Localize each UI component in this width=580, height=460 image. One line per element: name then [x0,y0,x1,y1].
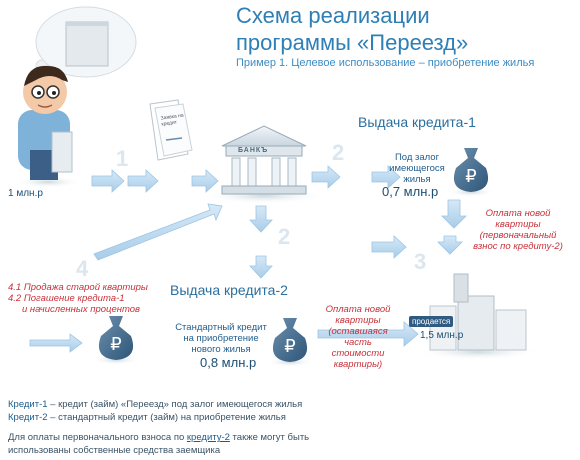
credit2-desc-line-1: Стандартный кредит [175,322,267,333]
arrow-person-to-step1 [91,169,125,193]
page-subtitle: Пример 1. Целевое использование – приобр… [236,57,535,69]
credit2-title: Выдача кредита-2 [170,282,288,298]
footnote-credit2: Кредит-2 – стандартный кредит (займ) на … [8,411,286,424]
arrow-step2-to-bag [371,165,401,189]
credit2-payment-line-1: Оплата новой [325,304,391,315]
credit1-collateral-line-2: имеющегося [389,163,445,174]
arrow-step4-to-bank [93,203,223,261]
footnote-credit1: Кредит-1 – кредит (займ) «Переезд» под з… [8,398,302,411]
page-title: Схема реализации программы «Переезд» [236,2,468,56]
footnote-credit2-text: – стандартный кредит (займ) на приобрете… [47,412,286,423]
apartment-value: 1 млн.р [8,188,43,199]
bank-sign: БАНКЪ [238,147,269,154]
application-document-icon [149,99,193,161]
credit1-title: Выдача кредита-1 [358,114,476,130]
credit1-payment-note: Оплата новой квартиры (первоначальный вз… [462,208,574,252]
svg-text:₽: ₽ [465,166,476,187]
arrows [29,165,467,353]
person-icon [14,65,82,188]
old-building-icon [65,21,109,67]
money-bag-repay-icon: ₽ [92,316,140,365]
new-home-price: 1,5 млн.р [420,330,464,341]
credit2-payment-line-2: квартиры [335,315,381,326]
svg-text:₽: ₽ [284,336,295,357]
credit2-desc-line-2: на приобретение [183,333,259,344]
footnote-note-line-2: использованы собственные средства заемщи… [8,445,221,456]
step-2-mid-number: 2 [278,224,291,249]
credit2-amount: 0,8 млн.р [200,355,257,370]
step-2-top-number: 2 [332,140,345,165]
credit1-payment-line-4: взнос по кредиту-2) [473,241,563,252]
arrow-credit2-to-step3 [371,235,407,259]
arrow-step1-to-document [127,169,159,193]
footnote-note-post: также могут быть [229,432,310,443]
money-bag-credit2-icon: ₽ [266,318,314,367]
repay-line-3: и начисленных процентов [22,304,141,315]
credit2-payment-line-5: квартиры) [333,359,383,370]
footnote-own-funds: Для оплаты первоначального взноса по кре… [8,431,309,457]
bank-icon [202,125,326,204]
arrow-step2-down [249,255,273,279]
new-buildings-icon [416,273,540,360]
credit1-payment-line-3: (первоначальный [479,230,557,241]
arrow-bag-down [441,199,467,229]
credit2-payment-line-3: (оставшаяся [328,326,388,337]
repayment-note: 4.1 Продажа старой квартиры 4.2 Погашени… [8,282,158,315]
arrow-step3-down [437,235,463,255]
credit2-payment-note: Оплата новой квартиры (оставшаяся часть … [318,304,398,370]
footnote-note-term: кредиту-2 [186,432,230,443]
money-bag-credit1-icon: ₽ [447,148,495,197]
repay-line-1: 4.1 Продажа старой квартиры [8,282,148,293]
credit2-desc-line-3: нового жилья [191,344,251,355]
footnote-credit1-text: – кредит (займ) «Переезд» под залог имею… [47,399,303,410]
arrow-to-repay-bag [29,333,83,353]
credit2-description: Стандартный кредит на приобретение новог… [166,322,276,355]
title-line-2: программы «Переезд» [236,30,469,55]
credit1-payment-line-2: квартиры [495,219,541,230]
credit1-collateral: Под залог имеющегося жилья [386,152,448,185]
repay-line-2: 4.2 Погашение кредита-1 [8,293,125,304]
footnote-note-pre: Для оплаты первоначального взноса по [8,432,187,443]
step-4-number: 4 [76,256,89,281]
credit1-collateral-line-3: жилья [403,174,431,185]
for-sale-badge: продается [409,316,454,327]
step-3-number: 3 [414,249,427,274]
svg-text:₽: ₽ [110,334,121,355]
thought-bubble [27,6,137,83]
title-line-1: Схема реализации [236,3,430,28]
credit2-payment-line-4: часть стоимости [331,337,385,359]
small-building-icon [51,131,73,173]
arrow-document-to-bank [191,169,219,193]
arrow-bank-down [249,205,273,233]
credit1-collateral-line-1: Под залог [394,152,440,163]
step-1-number: 1 [116,146,129,171]
footnote-credit1-term: Кредит-1 [8,399,48,410]
credit1-amount: 0,7 млн.р [382,184,439,199]
arrow-bank-to-step2 [311,165,341,189]
credit1-payment-line-1: Оплата новой [485,208,551,219]
arrow-bag2-to-buildings [317,321,419,347]
footnote-credit2-term: Кредит-2 [8,412,48,423]
